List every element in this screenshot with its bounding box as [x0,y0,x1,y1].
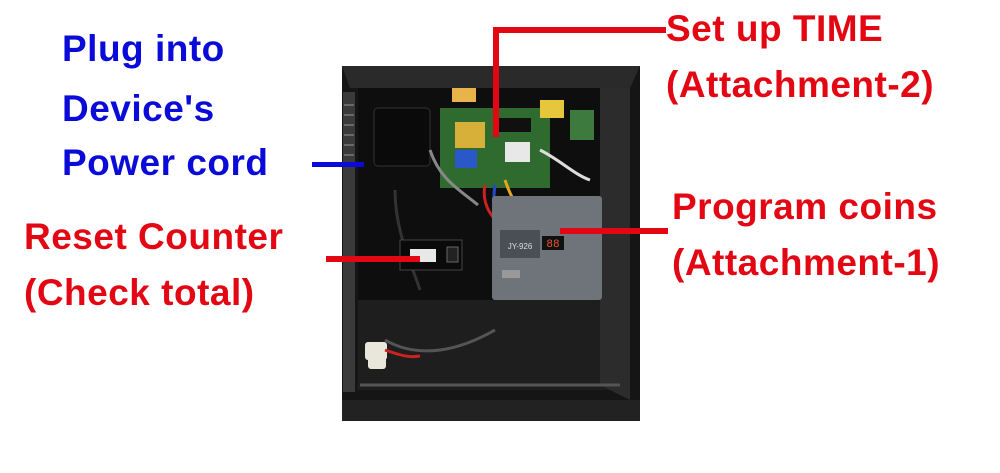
set-time-pointer-vertical [493,27,499,137]
power-cord-pointer [312,162,364,167]
program-coins-pointer [560,228,668,234]
set-time-pointer-horizontal [493,27,666,33]
program-coins-label-line-1: Program coins [672,186,938,227]
hinge [343,92,355,392]
program-coins-label-line-2: (Attachment-1) [672,242,941,283]
set-time-label-line-1: Set up TIME [666,8,884,49]
coin-acceptor-label: JY-926 [508,242,533,251]
set-time-label-line-2: (Attachment-2) [666,64,935,105]
reset-counter-label-line-1: Reset Counter [24,216,284,257]
coin-display-digits: 88 [546,239,559,251]
reset-counter-pointer [326,256,420,262]
reset-counter-label-line-2: (Check total) [24,272,255,313]
power-cord-label-line-3: Power cord [62,142,269,183]
coin-display [542,236,564,250]
power-cord-label-line-2: Device's [62,88,215,129]
power-plug [373,107,431,167]
power-cord-label-line-1: Plug into [62,28,225,69]
box-top-rim [342,66,640,88]
